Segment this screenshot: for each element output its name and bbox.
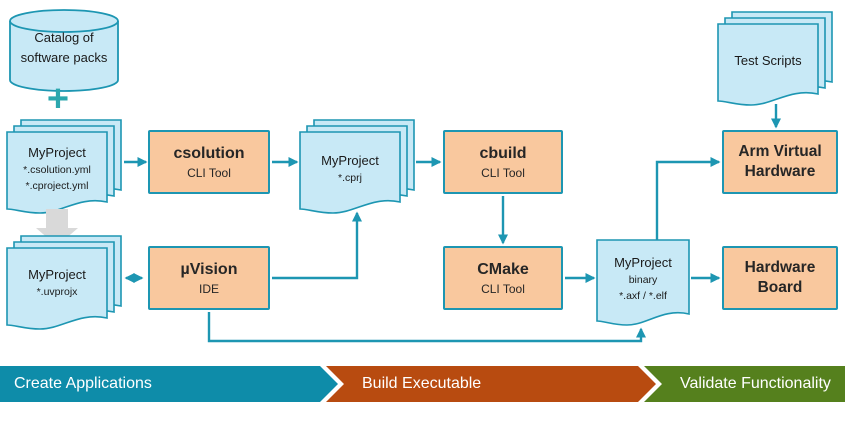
stage-banner: [0, 366, 845, 402]
cbuild-tool-box: cbuild CLI Tool: [443, 130, 563, 194]
cbuild-subtitle: CLI Tool: [481, 166, 525, 181]
cmake-subtitle: CLI Tool: [481, 282, 525, 297]
arrow-uvision-to-binary: [207, 312, 646, 343]
project-yml-docstack: [6, 119, 122, 214]
test-scripts-docstack: [717, 11, 833, 106]
stage-label-create: Create Applications: [14, 375, 152, 392]
cbuild-title: cbuild: [479, 144, 527, 162]
csolution-tool-box: csolution CLI Tool: [148, 130, 270, 194]
board-line2: Board: [757, 279, 803, 296]
cmake-title: CMake: [477, 260, 529, 278]
arrow-binary-to-avh: [655, 157, 721, 240]
binary-doc-shape: [596, 239, 690, 326]
plus-icon: +: [46, 78, 70, 120]
board-line1: Hardware: [744, 258, 816, 276]
stage-chevron-build: [326, 366, 656, 402]
uvision-title: µVision: [180, 260, 238, 278]
cmake-tool-box: CMake CLI Tool: [443, 246, 563, 310]
uvision-tool-box: µVision IDE: [148, 246, 270, 310]
stage-chevron-create: [0, 366, 338, 402]
avh-line2: Hardware: [744, 163, 816, 180]
csolution-subtitle: CLI Tool: [187, 166, 231, 181]
stage-label-build: Build Executable: [362, 375, 482, 392]
project-cprj-docstack: [299, 119, 415, 214]
avh-box: Arm Virtual Hardware: [722, 130, 838, 194]
stage-label-validate: Validate Functionality: [680, 375, 831, 392]
stage-chevron-validate: [644, 366, 845, 402]
csolution-title: csolution: [173, 144, 245, 162]
uvision-subtitle: IDE: [198, 282, 219, 297]
catalog-cylinder-shape: [9, 9, 119, 92]
hardware-board-box: Hardware Board: [722, 246, 838, 310]
avh-line1: Arm Virtual: [738, 142, 822, 160]
arrow-uvision-to-cprj: [272, 211, 362, 280]
project-uvprojx-docstack: [6, 235, 122, 330]
